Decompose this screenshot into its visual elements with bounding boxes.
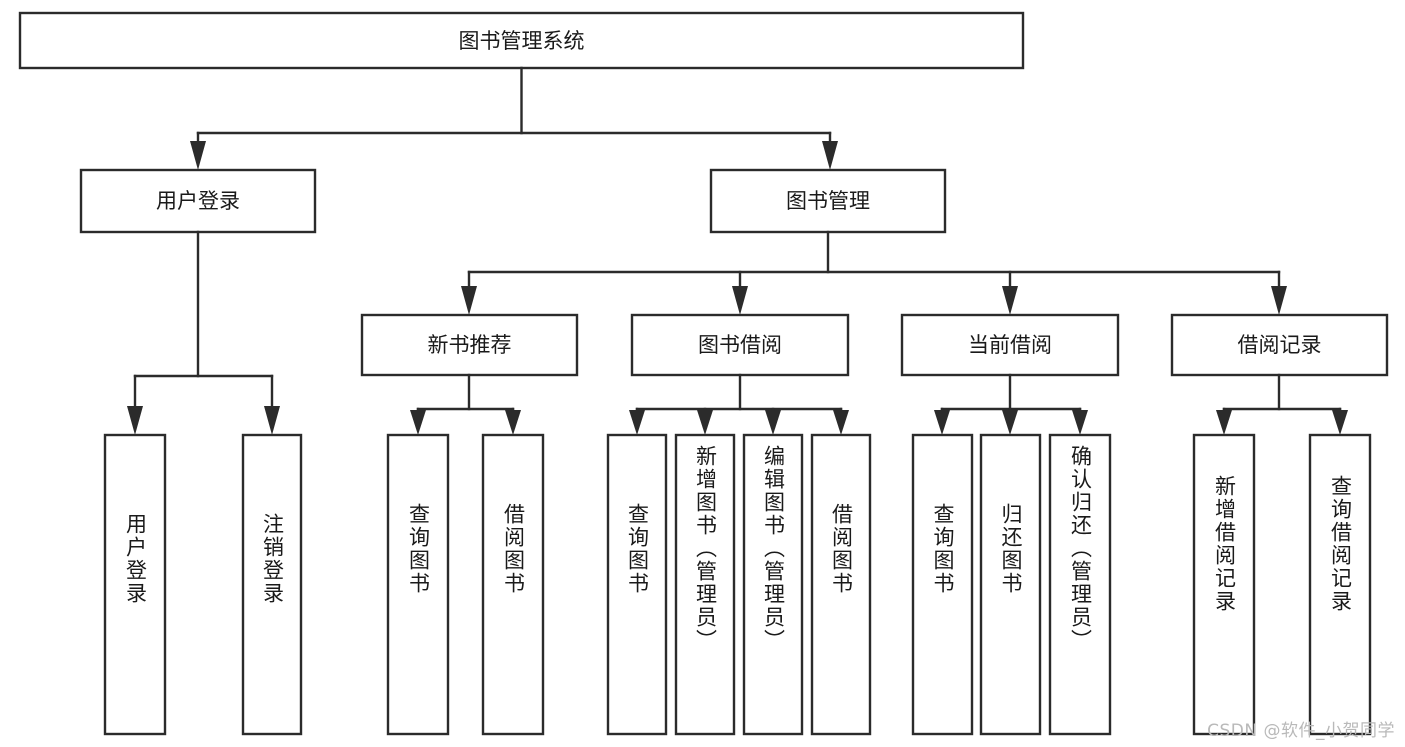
leaf-add-book-box[interactable]	[674, 433, 736, 736]
leaf-query-book-3-box[interactable]	[911, 433, 974, 736]
node-current-borrow[interactable]: 当前借阅	[900, 313, 1120, 377]
node-user-login-label: 用户登录	[156, 189, 240, 213]
connector-current-borrow-to-leaves	[934, 373, 1088, 435]
node-user-login-box[interactable]	[79, 168, 317, 234]
leaf-edit-book-box[interactable]	[742, 433, 804, 736]
node-current-borrow-box[interactable]	[900, 313, 1120, 377]
connector-new-book-rec-to-leaves	[410, 373, 521, 435]
leaf-add-record-box[interactable]	[1192, 433, 1256, 736]
leaf-query-record-box[interactable]	[1308, 433, 1372, 736]
connector-book-manage-to-level3	[461, 230, 1287, 315]
node-user-login[interactable]: 用户登录	[79, 168, 317, 234]
node-borrow-record[interactable]: 借阅记录	[1170, 313, 1389, 377]
csdn-watermark: CSDN @软件_小贺同学	[1207, 721, 1395, 741]
connector-book-borrow-to-leaves	[629, 373, 849, 435]
node-root[interactable]: 图书管理系统	[18, 11, 1025, 70]
leaf-return-book-box[interactable]	[979, 433, 1042, 736]
leaf-boxes	[103, 433, 1372, 736]
node-root-box[interactable]	[18, 11, 1025, 70]
node-new-book-rec-box[interactable]	[360, 313, 579, 377]
connector-borrow-record-to-leaves	[1216, 373, 1348, 435]
leaf-query-book-2-box[interactable]	[606, 433, 668, 736]
leaf-borrow-book-1-box[interactable]	[481, 433, 545, 736]
node-borrow-record-label: 借阅记录	[1238, 333, 1322, 357]
leaf-borrow-book-2-box[interactable]	[810, 433, 872, 736]
connector-root-to-level2	[190, 66, 838, 170]
node-book-manage-label: 图书管理	[786, 189, 870, 213]
node-book-manage[interactable]: 图书管理	[709, 168, 947, 234]
connector-user-login-to-leaves	[127, 230, 280, 435]
arrow-head-book-manage	[822, 141, 838, 170]
node-book-borrow-label: 图书借阅	[698, 333, 782, 357]
leaf-query-book-1-box[interactable]	[386, 433, 450, 736]
node-root-label: 图书管理系统	[459, 29, 585, 53]
node-current-borrow-label: 当前借阅	[968, 333, 1052, 357]
leaf-user-login-box[interactable]	[103, 433, 167, 736]
arrow-head-user-login	[190, 141, 206, 170]
node-new-book-rec-label: 新书推荐	[428, 333, 512, 357]
leaf-logout-login-box[interactable]	[241, 433, 303, 736]
node-new-book-rec[interactable]: 新书推荐	[360, 313, 579, 377]
node-book-borrow[interactable]: 图书借阅	[630, 313, 850, 377]
leaf-confirm-return-box[interactable]	[1048, 433, 1112, 736]
